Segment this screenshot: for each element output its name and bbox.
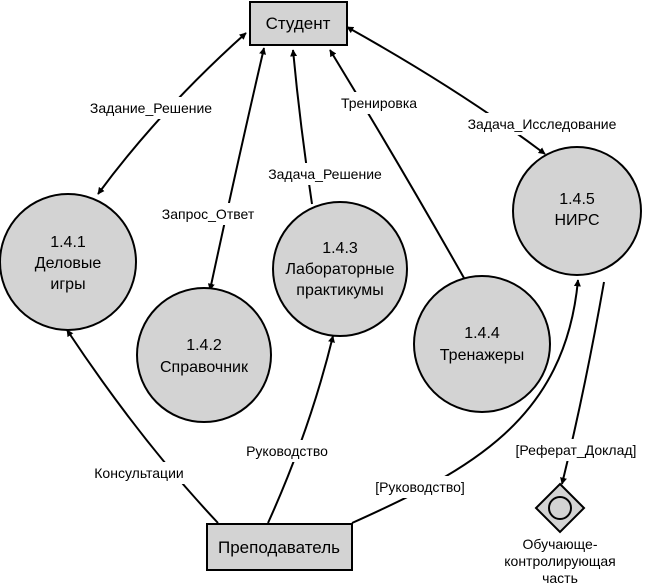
process-trainers[interactable]: 1.4.4 Тренажеры <box>413 275 551 413</box>
process-reference-id: 1.4.2 <box>186 337 222 354</box>
flow-label-guidance: Руководство <box>246 443 328 459</box>
process-games[interactable]: 1.4.1 Деловые игры <box>0 193 137 331</box>
flow-label-guidance-bracket: [Руководство] <box>375 479 465 495</box>
flow-consultations-line <box>66 329 219 524</box>
process-reference[interactable]: 1.4.2 Справочник <box>136 287 272 423</box>
store-circle-icon <box>548 496 572 520</box>
store-label-line3: часть <box>542 570 578 586</box>
process-labs[interactable]: 1.4.3 Лабораторные практикумы <box>272 201 408 337</box>
flow-label-query-answer: Запрос_Ответ <box>162 206 255 222</box>
entity-teacher[interactable]: Преподаватель <box>206 523 353 571</box>
flow-guidance-line <box>267 335 335 524</box>
data-store[interactable]: Обучающе- контролирующая часть <box>504 482 616 586</box>
process-labs-id: 1.4.3 <box>322 240 358 257</box>
process-games-line1: Деловые <box>35 255 102 272</box>
store-label-line2: контролирующая <box>504 553 615 569</box>
entity-student-label: Студент <box>266 14 331 33</box>
flow-label-task-solution-1: Задание_Решение <box>90 100 212 116</box>
entity-student[interactable]: Студент <box>249 1 348 46</box>
store-label-line1: Обучающе- <box>523 536 598 552</box>
process-games-line2: игры <box>50 276 85 293</box>
flow-label-consultations: Консультации <box>94 465 183 481</box>
flow-label-task-research: Задача_Исследование <box>468 116 617 132</box>
process-trainers-id: 1.4.4 <box>464 325 500 342</box>
process-labs-line1: Лабораторные <box>285 261 394 278</box>
process-games-id: 1.4.1 <box>50 234 86 251</box>
flow-label-report: [Реферат_Доклад] <box>516 442 637 458</box>
process-labs-line2: практикумы <box>296 282 383 299</box>
process-reference-line1: Справочник <box>160 359 249 376</box>
flow-guidance-bracket-line <box>351 279 581 524</box>
flow-query-answer-line <box>207 47 266 291</box>
process-research-line1: НИРС <box>554 212 599 229</box>
flow-label-task-solution-2: Задача_Решение <box>268 166 382 182</box>
flow-task-solution-2-line <box>290 49 313 205</box>
entity-teacher-label: Преподаватель <box>218 538 340 557</box>
flow-label-training: Тренировка <box>341 95 417 111</box>
process-trainers-line1: Тренажеры <box>440 347 524 364</box>
process-research[interactable]: 1.4.5 НИРС <box>512 146 642 276</box>
flow-task-research-line <box>346 26 546 155</box>
process-research-id: 1.4.5 <box>559 191 595 208</box>
